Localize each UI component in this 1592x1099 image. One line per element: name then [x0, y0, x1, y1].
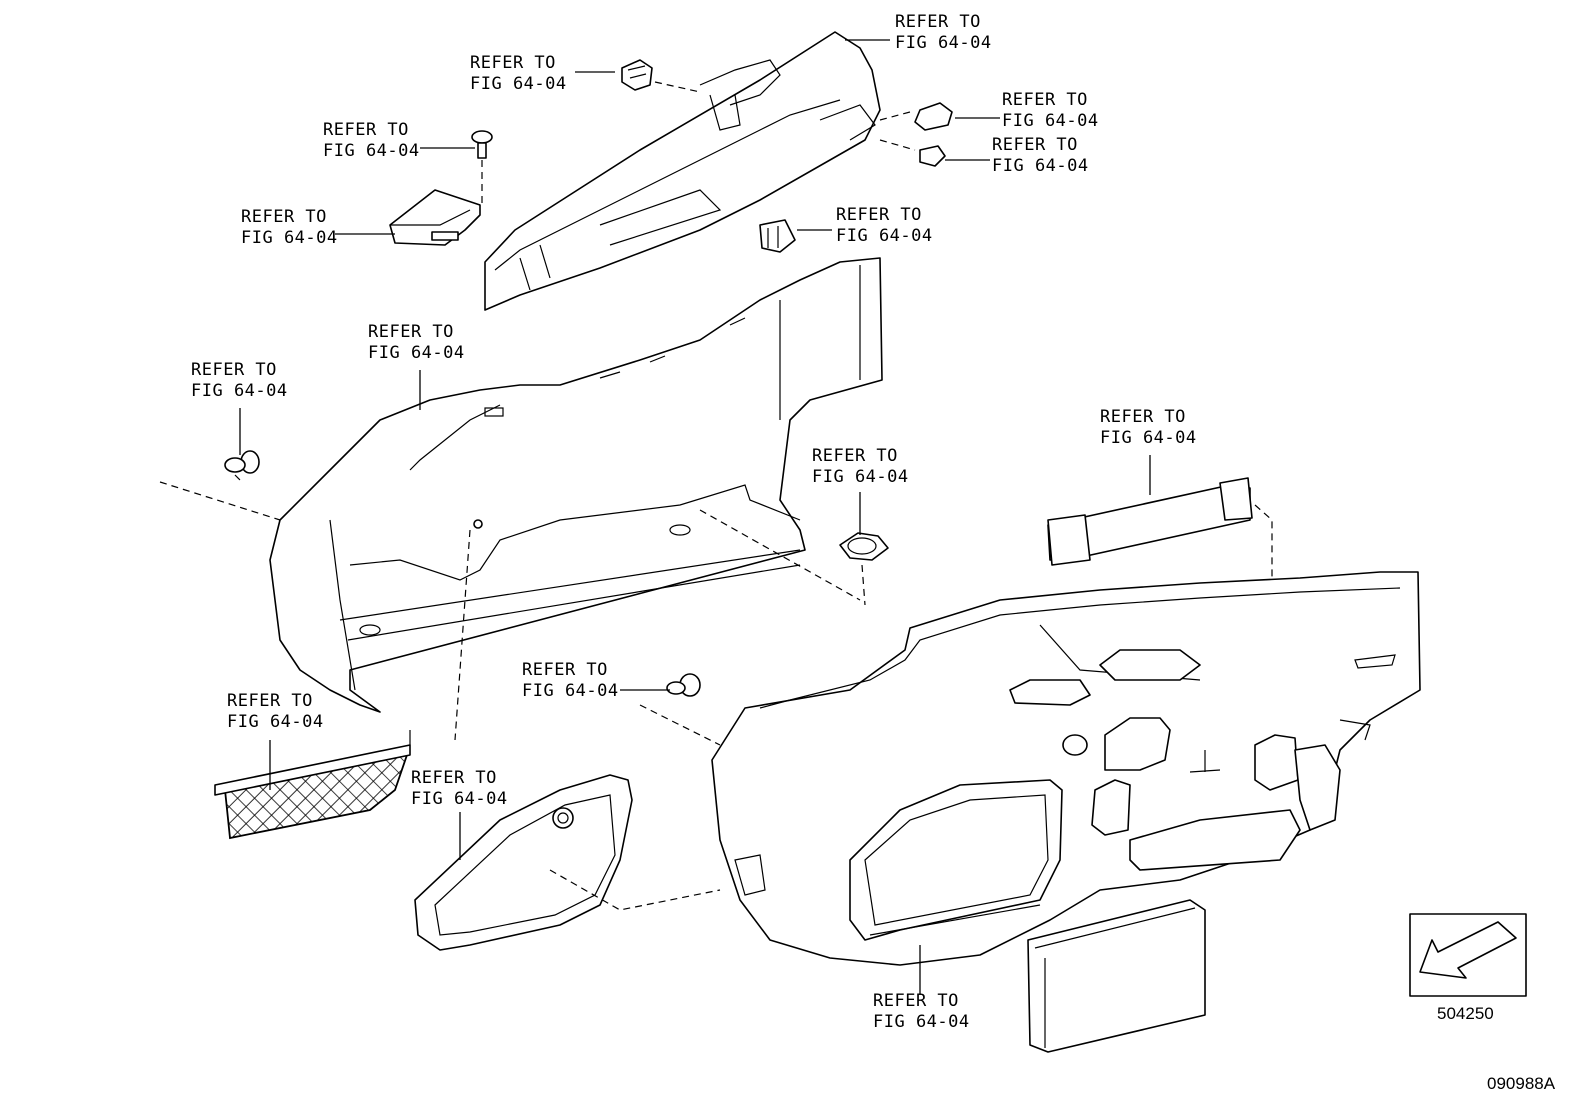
callout-line1: REFER TO — [411, 768, 497, 788]
callout-line1: REFER TO — [227, 691, 313, 711]
callout-line2: FIG 64-04 — [1100, 428, 1197, 448]
callout-line2: FIG 64-04 — [873, 1012, 970, 1032]
liner-block — [1027, 899, 1206, 1053]
callout-line2: FIG 64-04 — [241, 228, 338, 248]
callout-line1: REFER TO — [836, 205, 922, 225]
callout-line2: FIG 64-04 — [368, 343, 465, 363]
right-quarter-trim — [711, 571, 1421, 966]
callout-line2: FIG 64-04 — [895, 33, 992, 53]
callout-line1: REFER TO — [895, 12, 981, 32]
callout-line2: FIG 64-04 — [812, 467, 909, 487]
callout-line1: REFER TO — [873, 991, 959, 1011]
cargo-net — [214, 730, 411, 840]
screw-top — [471, 130, 493, 205]
callout-line2: FIG 64-04 — [522, 681, 619, 701]
callout-line1: REFER TO — [812, 446, 898, 466]
callout-line2: FIG 64-04 — [836, 226, 933, 246]
callout-line2: FIG 64-04 — [1002, 111, 1099, 131]
front-arrow-icon — [1419, 921, 1517, 979]
ring-clip — [699, 509, 889, 606]
callout-line1: REFER TO — [470, 53, 556, 73]
callout-line2: FIG 64-04 — [411, 789, 508, 809]
upper-pillar-garnish — [484, 31, 881, 311]
orientation-code: 504250 — [1437, 1004, 1494, 1023]
callout-line1: REFER TO — [1100, 407, 1186, 427]
rear-panel-strip — [1047, 477, 1273, 580]
leader-lines — [239, 39, 1151, 995]
callout-line1: REFER TO — [368, 322, 454, 342]
callout-line2: FIG 64-04 — [191, 381, 288, 401]
callout-line2: FIG 64-04 — [992, 156, 1089, 176]
left-quarter-trim — [269, 257, 883, 713]
figure-code: 090988A — [1487, 1074, 1556, 1093]
push-clip-center — [639, 673, 721, 746]
callout-line1: REFER TO — [323, 120, 409, 140]
callout-line2: FIG 64-04 — [470, 74, 567, 94]
direction-box — [1409, 913, 1527, 997]
callout-line1: REFER TO — [992, 135, 1078, 155]
callout-line1: REFER TO — [1002, 90, 1088, 110]
callout-line2: FIG 64-04 — [227, 712, 324, 732]
callout-line2: FIG 64-04 — [323, 141, 420, 161]
callout-line1: REFER TO — [241, 207, 327, 227]
callout-line1: REFER TO — [522, 660, 608, 680]
push-clip-left — [159, 450, 281, 521]
garnish-bracket — [389, 189, 481, 246]
connector — [759, 219, 796, 253]
trim-frame — [414, 774, 721, 951]
small-clip-center — [454, 519, 483, 741]
clip-top — [621, 59, 701, 93]
callout-line1: REFER TO — [191, 360, 277, 380]
clip-right — [879, 102, 953, 167]
